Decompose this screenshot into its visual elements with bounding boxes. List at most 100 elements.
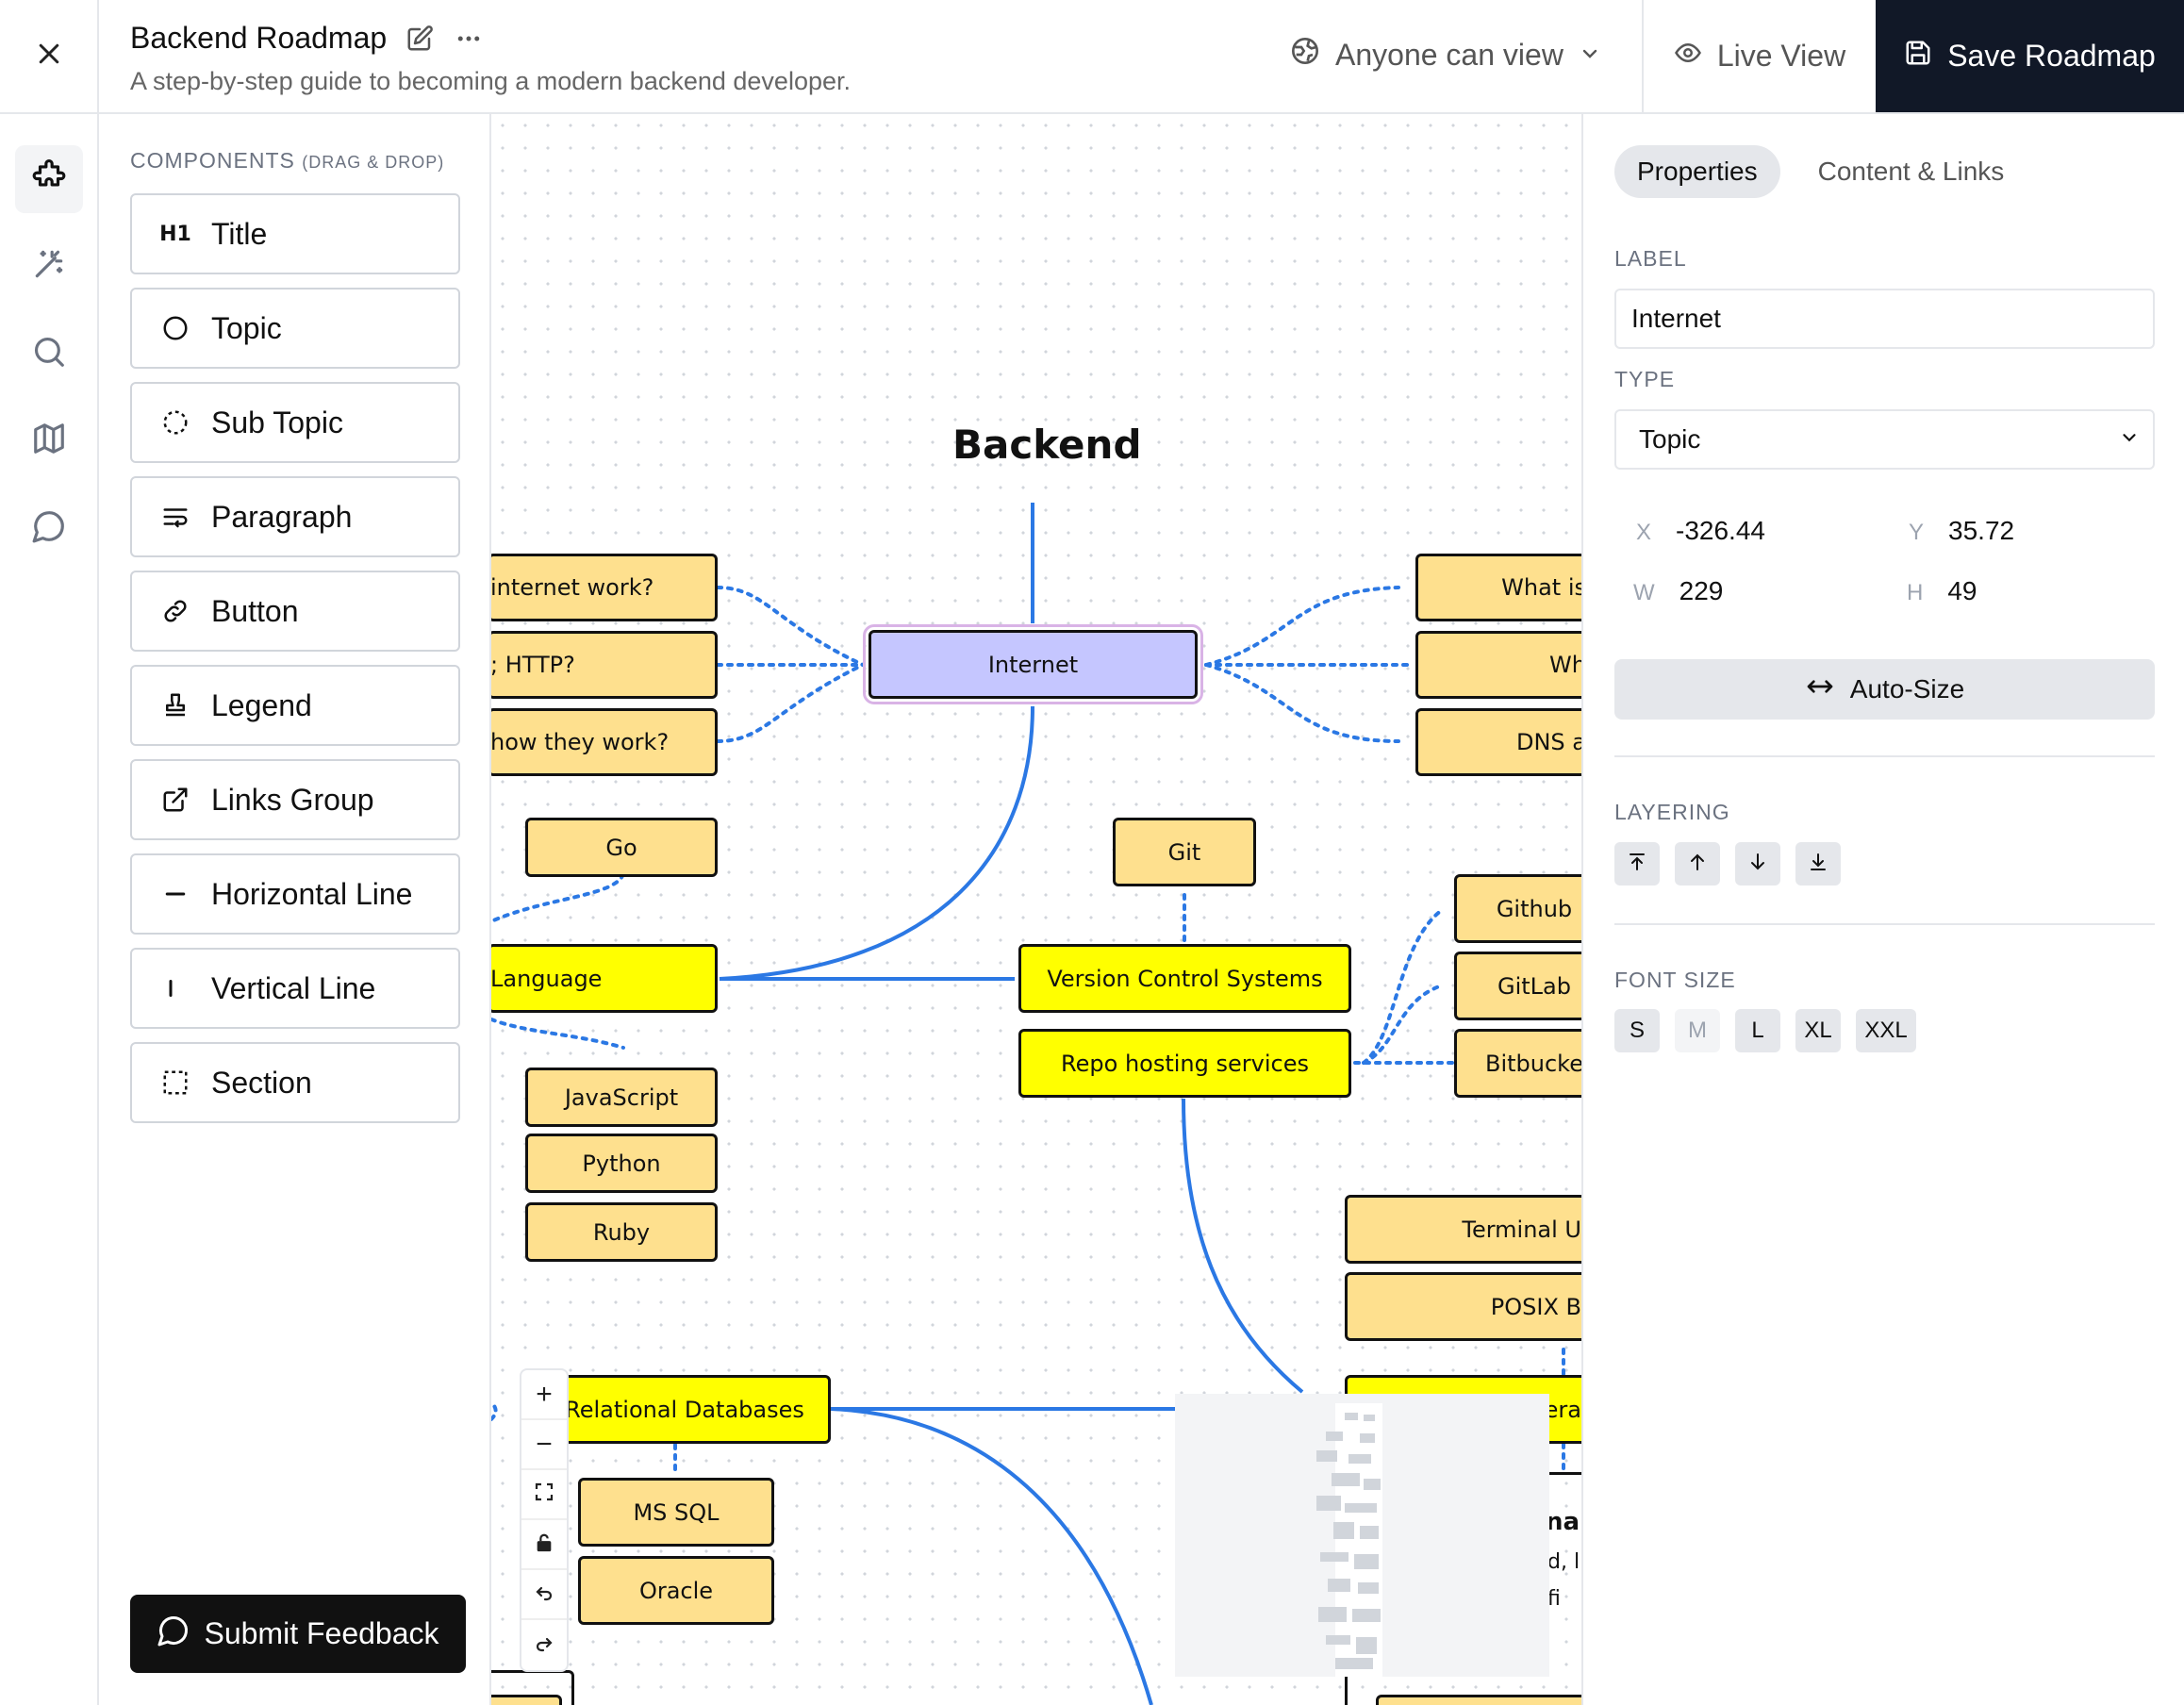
redo-icon	[533, 1630, 555, 1662]
send-backward-button[interactable]	[1735, 842, 1780, 886]
x-field[interactable]: X-326.44	[1636, 516, 1765, 546]
component-section[interactable]: Section	[130, 1042, 460, 1123]
undo-button[interactable]	[521, 1570, 567, 1620]
more-options-icon[interactable]	[453, 23, 485, 55]
component-topic[interactable]: Topic	[130, 288, 460, 369]
node-language[interactable]: Language	[491, 944, 718, 1013]
roadmap-canvas[interactable]: Backend Internet internet work? ; HTTP? …	[491, 114, 1581, 1705]
node-version-control-systems[interactable]: Version Control Systems	[1018, 944, 1351, 1013]
search-tool-button[interactable]	[15, 320, 83, 388]
circle-icon	[160, 313, 190, 343]
component-links-group[interactable]: Links Group	[130, 759, 460, 840]
globe-icon	[1290, 36, 1320, 74]
label-heading: LABEL	[1614, 246, 1687, 271]
node-wh[interactable]: Wh	[1415, 631, 1581, 699]
component-title[interactable]: H1 Title	[130, 193, 460, 274]
node-javascript[interactable]: JavaScript	[525, 1068, 718, 1127]
fit-screen-icon	[533, 1479, 555, 1511]
type-select[interactable]: Topic	[1614, 409, 2155, 470]
bring-to-front-icon	[1626, 851, 1648, 878]
node-posix[interactable]: POSIX B	[1345, 1272, 1581, 1341]
node-repo-hosting-services[interactable]: Repo hosting services	[1018, 1029, 1351, 1098]
tab-content-links[interactable]: Content & Links	[1817, 157, 2005, 186]
divider	[1614, 755, 2155, 757]
node-gitlab[interactable]: GitLab	[1454, 952, 1581, 1020]
node-how-they-work[interactable]: how they work?	[491, 708, 718, 776]
fit-screen-button[interactable]	[521, 1470, 567, 1520]
send-to-back-button[interactable]	[1795, 842, 1841, 886]
node-how-internet-works[interactable]: internet work?	[491, 554, 718, 621]
node-dns[interactable]: DNS a	[1415, 708, 1581, 776]
bring-forward-button[interactable]	[1675, 842, 1720, 886]
font-size-xl-button[interactable]: XL	[1795, 1009, 1841, 1052]
node-github[interactable]: Github	[1454, 874, 1581, 943]
component-legend[interactable]: Legend	[130, 665, 460, 746]
layering-heading: LAYERING	[1614, 800, 1730, 824]
bring-to-front-button[interactable]	[1614, 842, 1660, 886]
minimap[interactable]	[1175, 1394, 1549, 1677]
node-http[interactable]: ; HTTP?	[491, 631, 718, 699]
node-ms-sql[interactable]: MS SQL	[578, 1478, 774, 1547]
component-paragraph[interactable]: Paragraph	[130, 476, 460, 557]
node-git[interactable]: Git	[1113, 818, 1256, 886]
live-view-button[interactable]: Live View	[1642, 0, 1876, 112]
node-relational-databases[interactable]: Relational Databases	[538, 1375, 831, 1444]
component-vertical-line[interactable]: Vertical Line	[130, 948, 460, 1029]
node-terminal[interactable]: Terminal U	[1345, 1195, 1581, 1264]
node-ruby[interactable]: Ruby	[525, 1202, 718, 1262]
submit-feedback-button[interactable]: Submit Feedback	[130, 1595, 466, 1673]
roadmap-tool-button[interactable]	[15, 406, 83, 474]
close-button[interactable]	[0, 0, 99, 112]
component-button[interactable]: Button	[130, 571, 460, 652]
divider	[1614, 923, 2155, 925]
save-label: Save Roadmap	[1947, 39, 2156, 73]
redo-button[interactable]	[521, 1620, 567, 1670]
font-size-l-button[interactable]: L	[1735, 1009, 1780, 1052]
node-partial[interactable]	[1376, 1695, 1581, 1705]
edit-icon[interactable]	[404, 23, 436, 55]
component-horizontal-line[interactable]: Horizontal Line	[130, 853, 460, 935]
node-partial-bottom-inner[interactable]	[491, 1695, 562, 1705]
external-link-icon	[160, 785, 190, 815]
horizontal-arrows-icon	[1805, 671, 1835, 708]
component-label: Button	[211, 593, 299, 628]
component-sub-topic[interactable]: Sub Topic	[130, 382, 460, 463]
component-label: Section	[211, 1065, 312, 1100]
link-icon	[160, 596, 190, 626]
component-label: Links Group	[211, 782, 374, 817]
node-internet[interactable]: Internet	[863, 624, 1203, 704]
search-icon	[31, 334, 67, 374]
font-size-m-button[interactable]: M	[1675, 1009, 1720, 1052]
properties-tabs: Properties Content & Links	[1614, 145, 2027, 198]
save-roadmap-button[interactable]: Save Roadmap	[1876, 0, 2184, 112]
node-what-is[interactable]: What is	[1415, 554, 1581, 621]
node-oracle[interactable]: Oracle	[578, 1556, 774, 1625]
comments-tool-button[interactable]	[15, 494, 83, 562]
components-tool-button[interactable]	[15, 145, 83, 213]
canvas-title[interactable]: Backend	[952, 422, 1142, 468]
close-icon	[35, 35, 63, 77]
font-size-s-button[interactable]: S	[1614, 1009, 1660, 1052]
visibility-dropdown[interactable]: Anyone can view	[1290, 36, 1601, 74]
node-python[interactable]: Python	[525, 1134, 718, 1193]
label-input[interactable]: Internet	[1614, 289, 2155, 349]
chevron-down-icon	[1579, 38, 1601, 73]
node-bitbucket[interactable]: Bitbucke	[1454, 1029, 1581, 1098]
components-heading: COMPONENTS (DRAG & DROP)	[130, 148, 444, 174]
ai-tool-button[interactable]	[15, 232, 83, 300]
node-go[interactable]: Go	[525, 818, 718, 877]
visibility-label: Anyone can view	[1335, 37, 1564, 72]
zoom-in-button[interactable]: +	[521, 1370, 567, 1420]
zoom-out-button[interactable]: −	[521, 1420, 567, 1470]
plus-icon: +	[536, 1378, 553, 1410]
lock-button[interactable]	[521, 1520, 567, 1570]
font-size-xxl-button[interactable]: XXL	[1856, 1009, 1916, 1052]
section-title-fragment: nal	[1546, 1508, 1581, 1536]
auto-size-button[interactable]: Auto-Size	[1614, 659, 2155, 720]
tab-properties[interactable]: Properties	[1614, 145, 1780, 198]
comment-icon	[157, 1614, 190, 1655]
y-key: Y	[1909, 520, 1925, 545]
